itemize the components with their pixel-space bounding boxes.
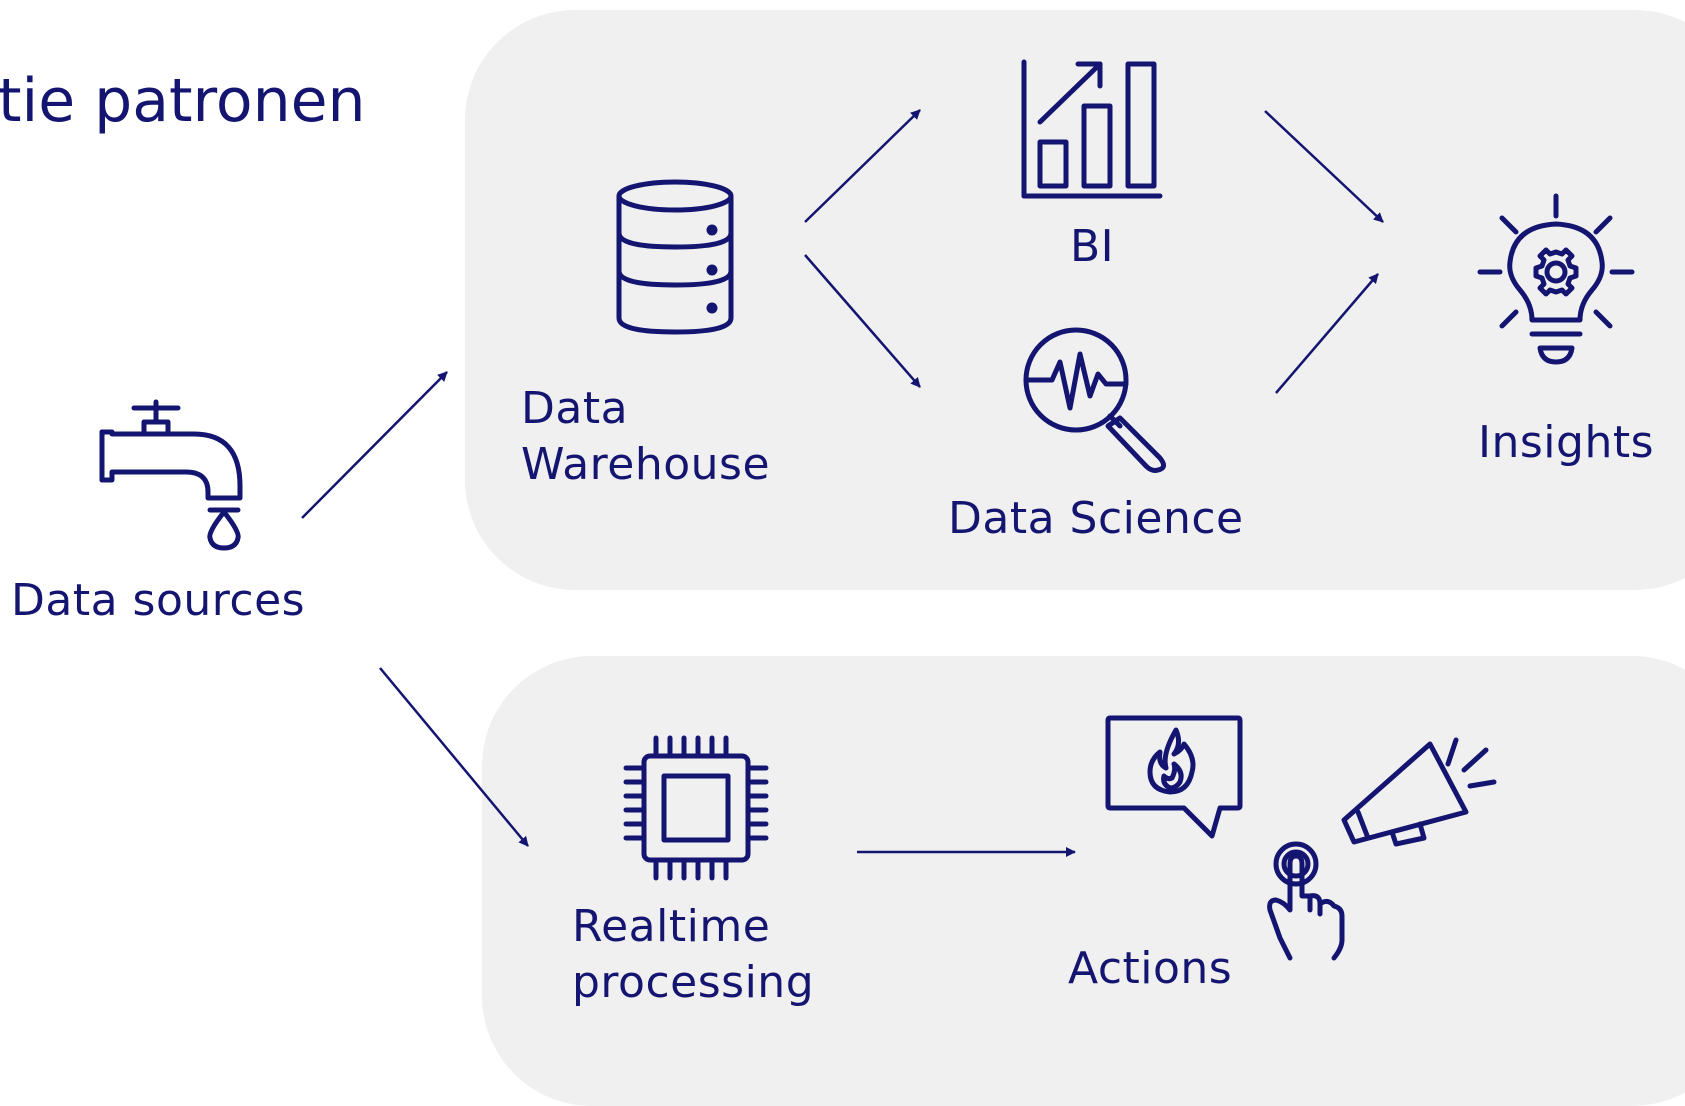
arrow-warehouse-to-bi	[804, 109, 921, 223]
pointer-click-icon	[1267, 841, 1345, 961]
arrow-sources-to-realtime	[379, 667, 529, 847]
lightbulb-gear-icon	[1477, 193, 1635, 365]
database-icon	[616, 179, 734, 335]
flow-arrows	[301, 109, 1384, 857]
cpu-chip-icon	[623, 735, 769, 881]
data-science-label: Data Science	[948, 493, 1244, 544]
page-title: tie patronen	[0, 66, 366, 136]
data-sources-label: Data sources	[11, 575, 306, 626]
magnifier-pulse-icon	[1023, 327, 1166, 473]
bar-chart-growth-icon	[1021, 59, 1163, 199]
batch-panel	[465, 10, 1685, 590]
actions-label: Actions	[1068, 943, 1233, 994]
arrow-bi-to-insights	[1264, 110, 1384, 223]
fire-alert-bubble-icon	[1105, 715, 1243, 839]
megaphone-icon	[1341, 737, 1497, 847]
streaming-panel	[482, 656, 1685, 1106]
arrow-warehouse-to-science	[804, 254, 921, 388]
water-tap-icon	[99, 399, 243, 551]
realtime-label-line1: Realtime	[572, 901, 771, 952]
arrow-science-to-insights	[1275, 273, 1379, 394]
insights-label: Insights	[1478, 417, 1655, 468]
bi-label: BI	[1070, 221, 1115, 272]
data-warehouse-label-line2: Warehouse	[521, 439, 771, 490]
arrow-sources-to-warehouse	[301, 371, 448, 519]
data-warehouse-label-line1: Data	[521, 383, 629, 434]
realtime-label-line2: processing	[572, 957, 815, 1008]
